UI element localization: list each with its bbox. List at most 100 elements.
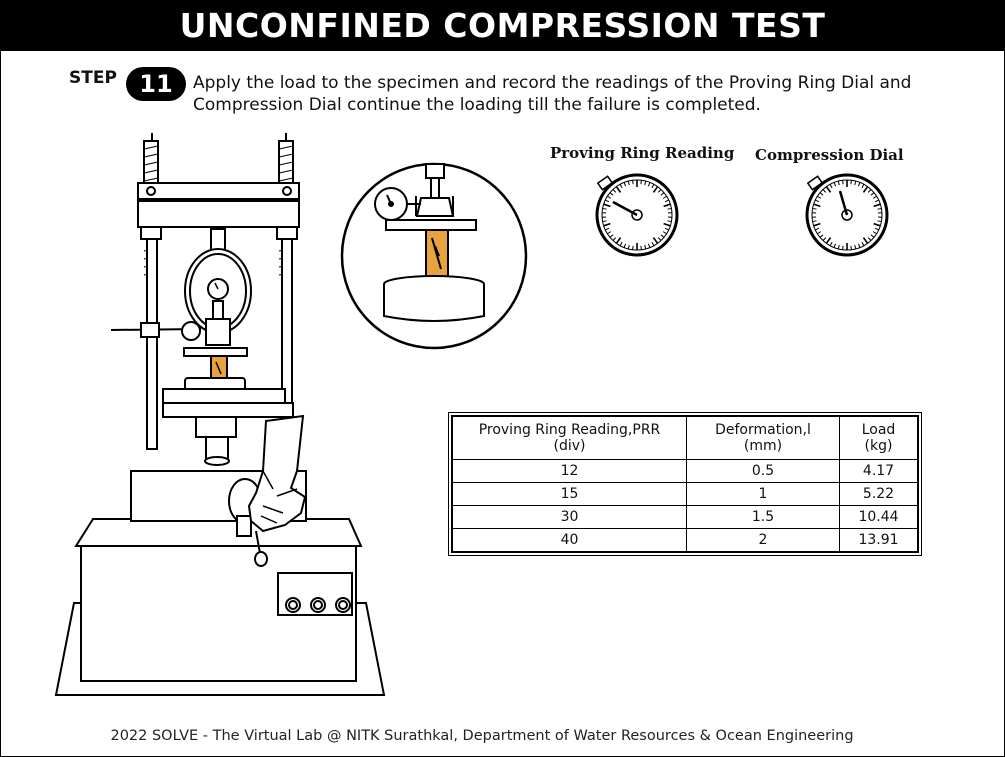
- dial-tick: [664, 227, 669, 231]
- dial-tick: [657, 189, 662, 193]
- dial-tick: [619, 184, 623, 189]
- dial-tick: [623, 182, 627, 187]
- page-title: UNCONFINED COMPRESSION TEST: [179, 6, 826, 45]
- cell-load: 5.22: [839, 482, 919, 506]
- cell-deformation: 1.5: [686, 505, 840, 529]
- dial-tick: [867, 189, 872, 193]
- dial-tick: [812, 207, 817, 210]
- proving-ring-reading-label: Proving Ring Reading: [550, 144, 735, 162]
- dial-tick: [817, 231, 822, 235]
- dial-tick: [822, 237, 827, 241]
- dial-tick: [644, 244, 647, 250]
- operator-hand: [247, 414, 307, 533]
- dial-tick: [825, 186, 832, 193]
- top-crosshead: [137, 182, 300, 200]
- zoom-inset: [340, 162, 528, 350]
- table-header-row: Proving Ring Reading,PRR(div) Deformatio…: [451, 415, 919, 460]
- cell-deformation: 0.5: [686, 459, 840, 483]
- compression-dial-label: Compression Dial: [755, 146, 904, 164]
- dial-tick: [663, 222, 671, 227]
- proving-ring-needle: [612, 200, 638, 217]
- dial-tick: [660, 192, 665, 196]
- dial-tick: [603, 203, 611, 208]
- dial-tick: [615, 186, 622, 193]
- cell-prr: 12: [451, 459, 687, 483]
- dial-tick: [837, 244, 840, 250]
- dial-tick: [854, 180, 857, 186]
- dial-tick: [612, 189, 617, 193]
- title-bar: UNCONFINED COMPRESSION TEST: [1, 1, 1004, 51]
- dial-tick: [640, 180, 642, 185]
- dial-tick: [857, 243, 861, 248]
- compression-machine-illustration: [54, 133, 386, 696]
- dial-tick: [815, 227, 820, 231]
- left-column: [146, 238, 158, 450]
- dial-tick: [872, 231, 877, 235]
- cell-deformation: 2: [686, 528, 840, 553]
- dial-tick: [640, 245, 642, 250]
- cell-load: 10.44: [839, 505, 919, 529]
- instruction-line-1: Apply the load to the specimen and recor…: [193, 73, 912, 93]
- dial-tick: [660, 234, 665, 238]
- dial-tick: [664, 199, 669, 203]
- dial-tick: [833, 182, 837, 187]
- dial-tick: [870, 234, 875, 238]
- footer-credit: 2022 SOLVE - The Virtual Lab @ NITK Sura…: [110, 728, 854, 744]
- dial-tick: [819, 192, 824, 196]
- dial-tick: [812, 220, 817, 223]
- instruction-line-2: Compression Dial continue the loading ti…: [193, 95, 761, 115]
- dial-tick: [647, 182, 651, 187]
- dial-tick: [623, 243, 627, 248]
- header-load: Load(kg): [839, 415, 919, 460]
- dial-tick: [857, 182, 861, 187]
- dial-tick: [877, 220, 882, 223]
- wheel-handle[interactable]: [254, 551, 268, 567]
- compression-dial: [805, 173, 889, 257]
- dial-tick: [873, 203, 881, 208]
- step-instruction: Apply the load to the specimen and recor…: [193, 72, 993, 116]
- dial-tick: [651, 184, 655, 189]
- dial-tick: [615, 237, 622, 244]
- dial-tick: [627, 180, 630, 186]
- soil-specimen: [210, 355, 228, 379]
- dial-tick: [862, 186, 869, 193]
- dial-tick: [607, 231, 612, 235]
- dial-tick: [829, 184, 833, 189]
- cell-prr: 30: [451, 505, 687, 529]
- dial-tick: [854, 244, 857, 250]
- dial-tick: [829, 241, 833, 246]
- step-number-badge: 11: [126, 67, 186, 101]
- dial-tick: [651, 241, 655, 246]
- dial-tick: [813, 222, 821, 227]
- dial-tick: [815, 199, 820, 203]
- dial-tick: [603, 222, 611, 227]
- dial-tick: [647, 243, 651, 248]
- dial-tick: [632, 180, 634, 185]
- dial-tick: [644, 180, 647, 186]
- dial-tick: [872, 195, 877, 199]
- table-row: 40 2 13.91: [451, 528, 919, 553]
- cell-deformation: 1: [686, 482, 840, 506]
- compression-needle: [838, 190, 849, 216]
- dial-tick: [612, 237, 617, 241]
- compression-small-dial: [181, 321, 201, 341]
- dial-tick: [825, 237, 832, 244]
- dial-tick: [861, 241, 865, 246]
- loading-platform: [162, 402, 294, 418]
- cell-prr: 40: [451, 528, 687, 553]
- table-row: 12 0.5 4.17: [451, 459, 919, 483]
- dial-tick: [662, 231, 667, 235]
- dial-tick: [619, 241, 623, 246]
- dial-tick: [837, 180, 840, 186]
- dial-tick: [817, 195, 822, 199]
- dial-tick: [867, 237, 872, 241]
- table-row: 30 1.5 10.44: [451, 505, 919, 529]
- dial-tick: [605, 199, 610, 203]
- dial-tick: [842, 245, 844, 250]
- table-row: 15 1 5.22: [451, 482, 919, 506]
- dial-tick: [667, 207, 672, 210]
- dial-tick: [627, 244, 630, 250]
- dial-tick: [632, 245, 634, 250]
- dial-tick: [850, 245, 852, 250]
- dial-tick: [605, 227, 610, 231]
